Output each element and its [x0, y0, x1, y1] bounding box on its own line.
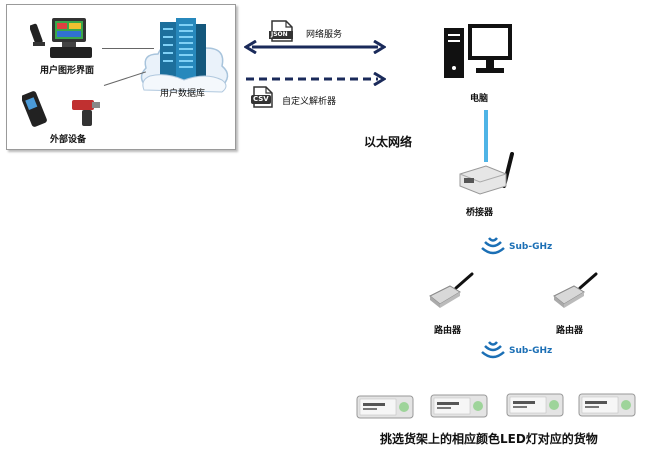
cloud-server-icon — [136, 18, 232, 102]
bridge-label: 桥接器 — [466, 208, 494, 218]
ethernet-line — [484, 110, 488, 162]
ethernet-label: 以太网络 — [364, 135, 413, 149]
computer-icon — [442, 22, 514, 86]
custom-parser-label: 自定义解析器 — [282, 97, 337, 107]
router-right-icon — [550, 272, 600, 312]
router-left-icon — [426, 272, 476, 312]
shelf-tag-icon — [356, 394, 414, 420]
web-service-label: 网络服务 — [306, 30, 343, 40]
gui-label: 用户图形界面 — [40, 66, 95, 76]
shelf-tag-icon — [578, 392, 636, 418]
database-label: 用户数据库 — [160, 89, 206, 99]
router-right-label: 路由器 — [556, 326, 584, 336]
shelf-tag-icon — [506, 392, 564, 418]
external-devices-icon — [22, 90, 132, 134]
web-service-arrow — [244, 40, 386, 54]
subghz-label-2: Sub-GHz — [509, 346, 553, 356]
subghz-label-1: Sub-GHz — [509, 242, 553, 252]
pos-terminal-icon — [30, 14, 100, 60]
shelf-tag-icon — [430, 393, 488, 419]
csv-icon-text: CSV — [253, 95, 269, 103]
json-file-icon: JSON — [268, 20, 294, 42]
caption: 挑选货架上的相应颜色LED灯对应的货物 — [380, 432, 598, 446]
line-pos-to-db — [102, 48, 154, 49]
computer-label: 电脑 — [470, 94, 489, 104]
wireless-signal-icon — [480, 236, 506, 258]
json-icon-text: JSON — [271, 31, 288, 38]
wireless-signal-icon — [480, 340, 506, 362]
custom-parser-arrow — [244, 72, 386, 86]
bridge-icon — [456, 152, 518, 198]
devices-label: 外部设备 — [50, 135, 87, 145]
router-left-label: 路由器 — [434, 326, 462, 336]
csv-file-icon: CSV — [250, 86, 274, 108]
